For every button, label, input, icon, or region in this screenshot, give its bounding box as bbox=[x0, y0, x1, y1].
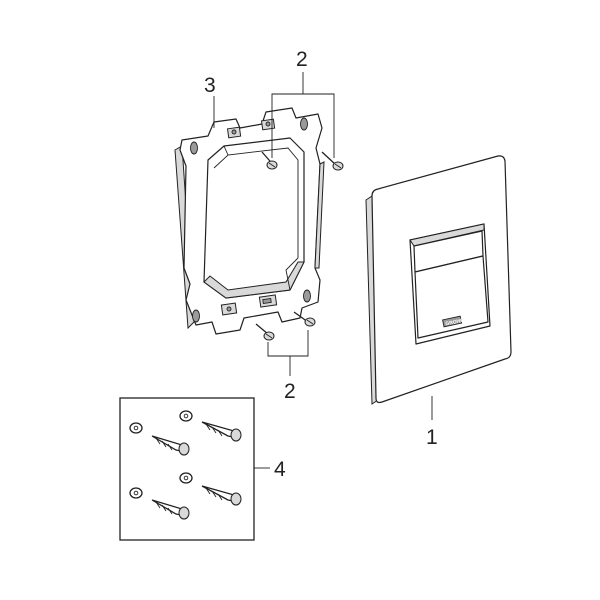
flush-cover-plate: GROHE bbox=[365, 155, 512, 405]
wood-screw-1 bbox=[151, 435, 190, 456]
screw-thread bbox=[205, 423, 223, 437]
wall-plug-1 bbox=[129, 422, 143, 434]
frame-hole-bottom-left bbox=[192, 309, 200, 323]
frame-hole-top-left bbox=[190, 141, 198, 155]
callout-part-3: 3 bbox=[204, 74, 216, 97]
screw-slot bbox=[306, 319, 314, 325]
washer-ring bbox=[129, 487, 143, 499]
wall-plug-4 bbox=[179, 472, 193, 484]
mounting-frame bbox=[174, 107, 325, 335]
fastener-kit-box bbox=[119, 397, 255, 541]
wall-plug-2 bbox=[179, 410, 193, 422]
screw-head bbox=[178, 506, 190, 520]
brand-logo-badge bbox=[442, 315, 463, 328]
frame-tab-slot bbox=[262, 297, 272, 305]
leader-lines bbox=[213, 72, 433, 469]
screw-head bbox=[230, 492, 242, 506]
screw-bottom-left bbox=[255, 323, 275, 341]
frame-inner-opening bbox=[203, 137, 305, 299]
frame-collar-corner-bottom bbox=[285, 257, 299, 291]
flush-button-large bbox=[414, 255, 489, 339]
wood-screw-3 bbox=[151, 499, 190, 520]
washer-ring bbox=[179, 410, 193, 422]
screw-slot bbox=[268, 162, 276, 168]
washer-hole bbox=[183, 413, 189, 419]
frame-collar-corner-top bbox=[223, 145, 229, 156]
washer-hole bbox=[133, 425, 139, 431]
frame-tab-slot bbox=[226, 306, 232, 312]
leader-part-2-bottom-bracket bbox=[267, 330, 309, 357]
callout-part-2-bottom: 2 bbox=[284, 380, 296, 403]
screw-top-right bbox=[321, 151, 344, 171]
callout-part-1: 1 bbox=[426, 426, 438, 449]
frame-right-edge bbox=[314, 161, 325, 269]
screw-head bbox=[230, 428, 242, 442]
screw-slot bbox=[334, 163, 342, 169]
wood-screw-4 bbox=[201, 485, 242, 506]
screw-bottom-right bbox=[293, 311, 316, 327]
callout-part-2-top: 2 bbox=[296, 48, 308, 71]
frame-tab-slot bbox=[231, 129, 237, 135]
washer-ring bbox=[179, 472, 193, 484]
callout-part-4: 4 bbox=[274, 458, 286, 481]
wall-plug-3 bbox=[129, 487, 143, 499]
screw-top-left bbox=[261, 151, 278, 170]
screw-head bbox=[178, 442, 190, 456]
fastener-kit bbox=[119, 397, 255, 541]
wood-screw-2 bbox=[201, 421, 242, 442]
screw-thread bbox=[205, 487, 223, 501]
brand-logo-text: GROHE bbox=[445, 318, 465, 328]
flush-button-recess bbox=[409, 223, 485, 247]
screw-thread bbox=[155, 501, 173, 515]
frame-tab-slot bbox=[265, 121, 271, 127]
frame-collar-inner-line bbox=[213, 147, 299, 258]
frame-hole-bottom-right bbox=[303, 289, 311, 303]
screw-slot bbox=[265, 333, 273, 339]
screw-thread bbox=[155, 437, 173, 451]
small-screws bbox=[255, 151, 344, 341]
washer-hole bbox=[183, 475, 189, 481]
washer-hole bbox=[133, 490, 139, 496]
washer-ring bbox=[129, 422, 143, 434]
screw-shaft bbox=[321, 151, 337, 166]
frame-hole-top-right bbox=[300, 117, 308, 131]
frame-collar-depth bbox=[203, 261, 305, 299]
